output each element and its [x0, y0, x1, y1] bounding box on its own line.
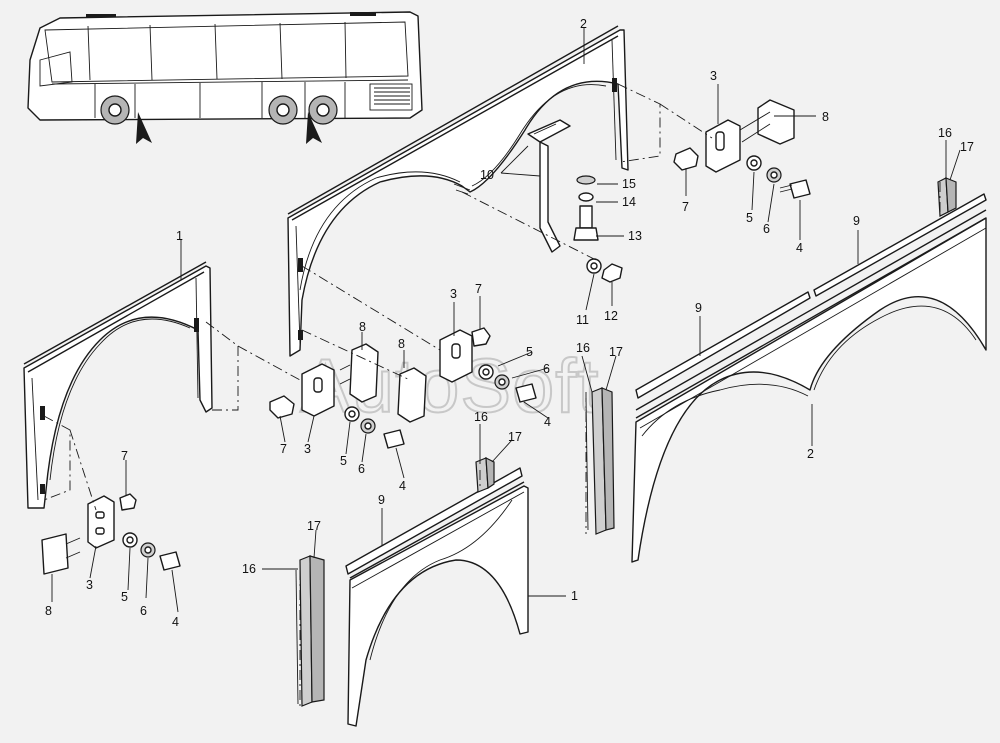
rear-wheel-arch-panel	[287, 25, 629, 357]
callout-6: 6	[543, 362, 550, 376]
callout-7: 7	[475, 282, 482, 296]
callout-16: 16	[938, 126, 952, 140]
bus-overview	[27, 11, 423, 144]
callout-5: 5	[526, 345, 533, 359]
callout-6: 6	[358, 462, 365, 476]
callout-1: 1	[176, 229, 183, 243]
front-wheel-arch-panel	[23, 261, 213, 509]
callout-7: 7	[121, 449, 128, 463]
callout-4: 4	[172, 615, 179, 629]
callout-8: 8	[359, 320, 366, 334]
callout-2: 2	[580, 17, 587, 31]
callout-3: 3	[710, 69, 717, 83]
callout-6: 6	[140, 604, 147, 618]
callout-10: 10	[480, 168, 494, 182]
front-skirt-panel	[345, 467, 529, 727]
callout-17: 17	[609, 345, 623, 359]
callout-7: 7	[682, 200, 689, 214]
arrow-marker-rear-wheel	[306, 112, 322, 144]
callout-8: 8	[398, 337, 405, 351]
callout-3: 3	[86, 578, 93, 592]
callout-6: 6	[763, 222, 770, 236]
leader-lines	[51, 28, 961, 613]
rear-skirt-panel	[631, 193, 987, 563]
callout-16: 16	[576, 341, 590, 355]
callout-4: 4	[544, 415, 551, 429]
callout-3: 3	[304, 442, 311, 456]
callout-9: 9	[853, 214, 860, 228]
callout-1: 1	[571, 589, 578, 603]
callout-17: 17	[960, 140, 974, 154]
assembly-lines	[43, 83, 941, 710]
callout-9: 9	[378, 493, 385, 507]
callout-5: 5	[746, 211, 753, 225]
callout-2: 2	[807, 447, 814, 461]
bracket-assembly-top-right	[673, 99, 811, 199]
callout-labels: 1 1 2 2 3 3 3 3 4 4 4 4 5 5 5 5 6 6 6 6 …	[45, 17, 974, 629]
bracket-assembly-left	[41, 493, 181, 575]
callout-12: 12	[604, 309, 618, 323]
callout-5: 5	[121, 590, 128, 604]
callout-16: 16	[242, 562, 256, 576]
arrow-marker-front-wheel	[136, 112, 152, 144]
callout-5: 5	[340, 454, 347, 468]
callout-13: 13	[628, 229, 642, 243]
callout-9: 9	[695, 301, 702, 315]
support-bracket	[527, 119, 623, 283]
trim-strips	[295, 177, 957, 707]
callout-4: 4	[796, 241, 803, 255]
callout-3: 3	[450, 287, 457, 301]
callout-17: 17	[307, 519, 321, 533]
callout-8: 8	[45, 604, 52, 618]
callout-4: 4	[399, 479, 406, 493]
callout-16: 16	[474, 410, 488, 424]
callout-11: 11	[576, 313, 589, 327]
callout-8: 8	[822, 110, 829, 124]
callout-14: 14	[622, 195, 636, 209]
callout-17: 17	[508, 430, 522, 444]
callout-7: 7	[280, 442, 287, 456]
bracket-assembly-center	[269, 327, 537, 449]
callout-15: 15	[622, 177, 636, 191]
